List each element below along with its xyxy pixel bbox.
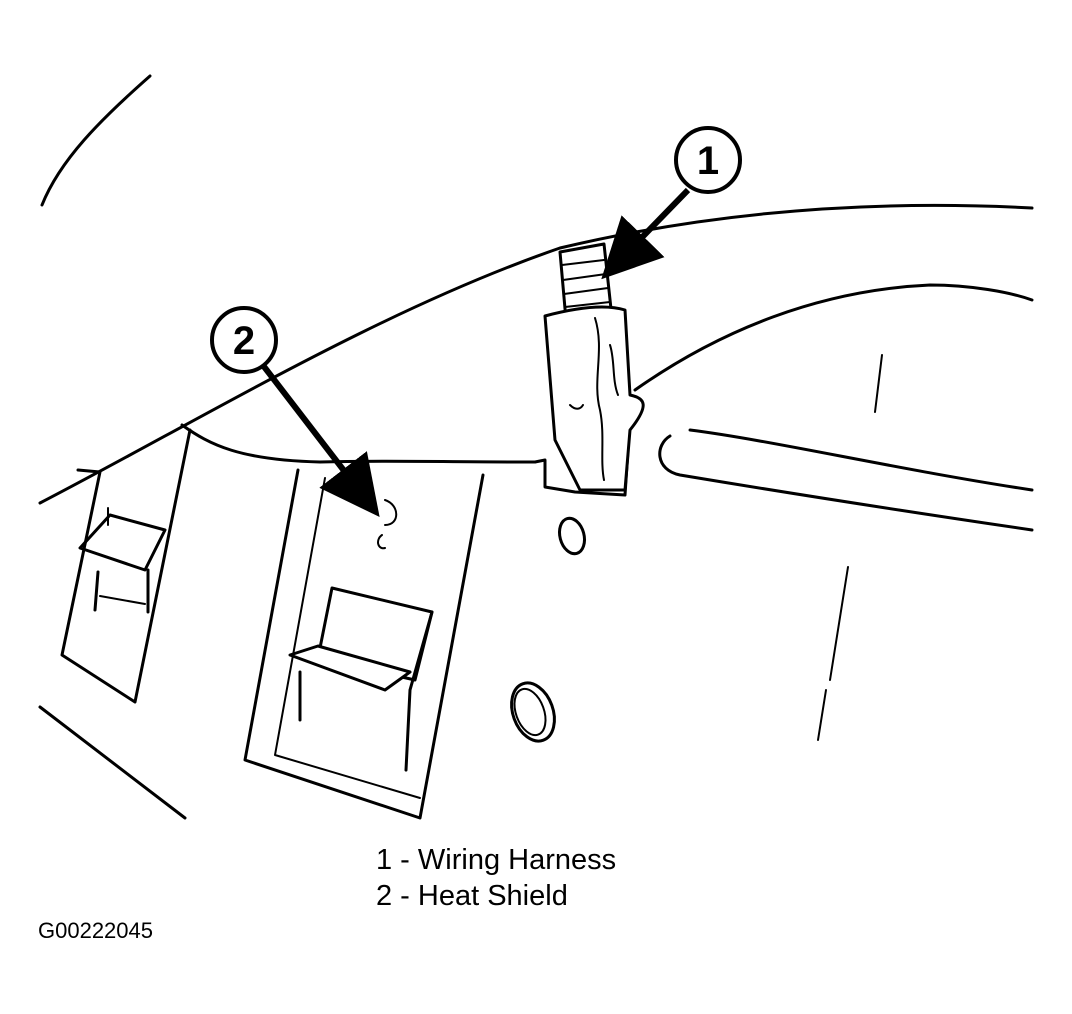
figure-code: G00222045 [38,918,153,943]
callout-1-badge: 1 [674,126,742,194]
center-shield-tab-legs [298,610,434,772]
surface-line-c [817,689,827,741]
inner-body-curve [633,283,1034,392]
body-rib [658,428,1034,532]
harness-stripes [561,259,611,308]
panel-underside-outline [180,423,537,464]
legend: 1 - Wiring Harness 2 - Heat Shield [376,842,616,914]
lower-left-edge [38,705,187,820]
wiring-harness-sleeve [543,305,645,492]
callout-1-leader [601,187,691,280]
center-shield-inner [274,477,421,799]
callout-1-number: 1 [697,139,719,183]
callout-2-badge: 2 [210,306,278,374]
callout-2-leader [259,362,380,518]
left-shield-tab-inner [99,507,146,605]
heat-shield-hole [377,499,398,550]
harness-sleeve-folds [569,317,619,481]
legend-item-wiring-harness: 1 - Wiring Harness [376,844,617,876]
bracket-hole [558,516,586,556]
left-shield-panel [60,428,192,704]
body-grommet-inner [513,687,547,737]
center-shield-tab [288,644,412,692]
center-shield-panel [243,468,485,820]
legend-item-heat-shield: 2 - Heat Shield [376,880,568,912]
callout-2-number: 2 [233,319,255,363]
left-shield-tab [78,513,167,614]
body-grommet [510,681,556,743]
center-shield-window [316,586,434,682]
wheel-arch-curve [40,74,152,207]
surface-line-b [829,566,849,681]
body-upper-outline [38,203,1034,505]
surface-line-a [874,354,883,413]
